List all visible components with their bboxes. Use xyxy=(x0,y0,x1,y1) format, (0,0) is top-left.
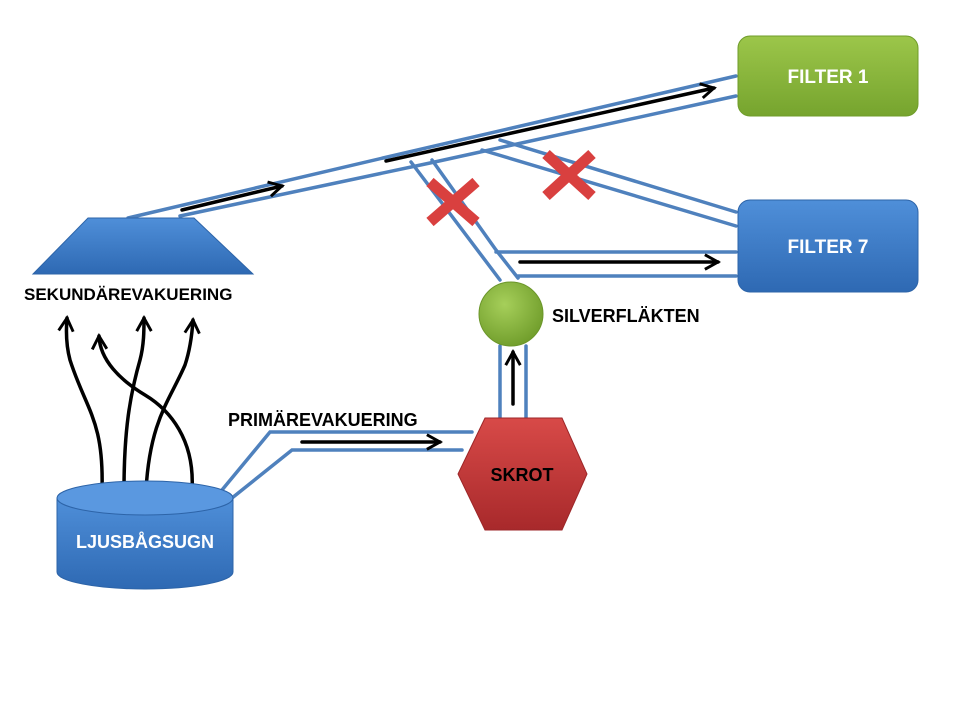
pipe-branch-left xyxy=(409,160,502,282)
filter7-node: FILTER 7 xyxy=(737,199,919,293)
filter1-label: FILTER 1 xyxy=(788,67,869,88)
filter7-label: FILTER 7 xyxy=(788,237,869,258)
blocked-x-icon xyxy=(542,149,596,201)
primary-label: PRIMÄREVAKUERING xyxy=(228,410,418,430)
pipe-main-lower xyxy=(178,94,738,218)
fan-node: SILVERFLÄKTEN xyxy=(478,281,700,347)
fume-arrow-3 xyxy=(144,320,193,492)
arrow-main-duct xyxy=(384,88,714,163)
scrap-label: SKROT xyxy=(491,465,554,485)
furnace-label: LJUSBÅGSUGN xyxy=(76,532,214,552)
pipe-branch-filter7-lower xyxy=(498,138,738,214)
furnace-node: LJUSBÅGSUGN xyxy=(56,480,234,590)
arrow-hood-duct xyxy=(180,186,282,212)
scrap-node: SKROT xyxy=(457,417,588,531)
fume-arrow-1 xyxy=(66,318,104,492)
pipe-branch-filter7-upper xyxy=(480,148,738,228)
fume-arrow-2 xyxy=(122,318,144,492)
flow-arrows xyxy=(180,88,718,442)
fume-arrow-4 xyxy=(99,336,194,492)
filter1-node: FILTER 1 xyxy=(737,35,919,117)
pipe-primary-upper xyxy=(220,430,474,492)
fan-label: SILVERFLÄKTEN xyxy=(552,306,700,326)
blocked-x-icon xyxy=(426,177,480,227)
blocked-marks xyxy=(426,149,596,227)
hood-label: SEKUNDÄREVAKUERING xyxy=(24,285,232,304)
fume-arrows xyxy=(66,318,194,492)
hood-node: SEKUNDÄREVAKUERING xyxy=(24,217,255,304)
pipe-main-upper xyxy=(126,74,738,220)
pipe-network xyxy=(126,74,738,500)
pipe-primary-lower xyxy=(230,448,464,500)
pipe-branch-right xyxy=(430,158,520,280)
